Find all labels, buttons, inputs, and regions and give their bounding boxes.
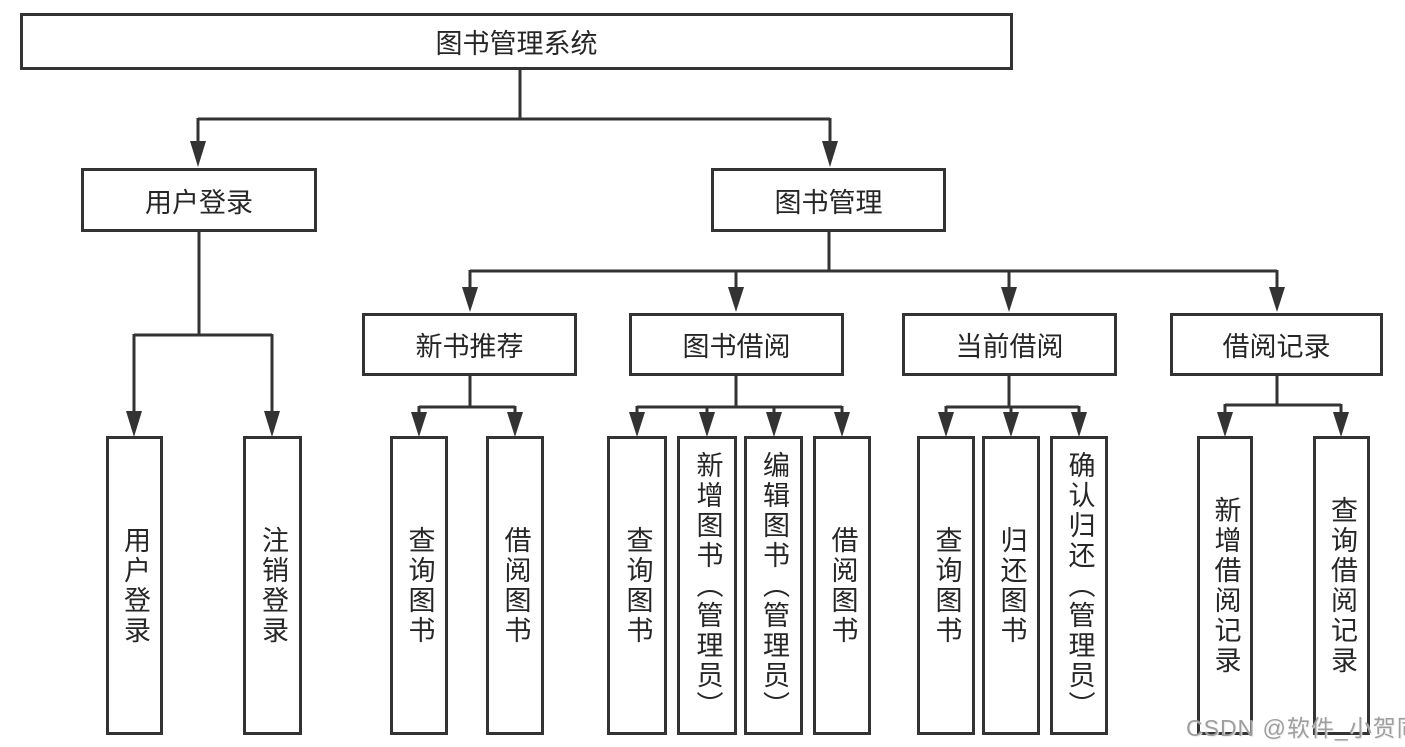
leaf-bb-edit-books-admin: 编辑图书（管理员）	[744, 436, 803, 735]
node-current-borrow: 当前借阅	[902, 313, 1117, 376]
leaf-logout: 注销登录	[243, 436, 302, 735]
node-label: 用户登录	[145, 187, 253, 218]
leaf-nbr-query-books: 查询图书	[390, 436, 448, 735]
leaf-label: 查询图书	[622, 525, 653, 646]
leaf-label: 确认归还（管理员）	[1064, 450, 1095, 721]
node-label: 图书管理系统	[435, 29, 598, 59]
leaf-label: 新增借阅记录	[1210, 495, 1241, 676]
leaf-cb-return-books: 归还图书	[982, 436, 1040, 735]
node-label: 借阅记录	[1222, 332, 1331, 362]
leaf-label: 查询图书	[404, 525, 435, 646]
leaf-label: 查询图书	[931, 525, 962, 646]
leaf-nbr-borrow-books: 借阅图书	[486, 436, 544, 735]
leaf-br-add-borrow-record: 新增借阅记录	[1197, 436, 1253, 735]
arrowheads	[126, 141, 1349, 437]
node-label: 图书管理	[774, 187, 883, 218]
leaf-bb-borrow-books: 借阅图书	[813, 436, 871, 735]
leaf-label: 编辑图书（管理员）	[759, 450, 790, 721]
node-borrow-record: 借阅记录	[1170, 313, 1383, 376]
leaf-label: 注销登录	[258, 525, 289, 646]
node-label: 图书借阅	[682, 332, 791, 362]
leaf-label: 查询借阅记录	[1327, 495, 1358, 676]
csdn-watermark: CSDN @软件_小贺同学	[1186, 715, 1405, 741]
node-library-management-system: 图书管理系统	[20, 13, 1013, 70]
leaf-cb-query-books: 查询图书	[917, 436, 975, 735]
leaf-br-query-borrow-record: 查询借阅记录	[1313, 436, 1370, 735]
leaf-label: 用户登录	[120, 525, 151, 646]
leaf-label: 借阅图书	[827, 525, 858, 646]
node-new-book-recommend: 新书推荐	[362, 313, 577, 376]
leaf-user-login: 用户登录	[106, 436, 163, 735]
leaf-bb-add-books-admin: 新增图书（管理员）	[677, 436, 737, 735]
leaf-label: 归还图书	[996, 525, 1027, 646]
leaf-cb-confirm-return-admin: 确认归还（管理员）	[1050, 436, 1108, 735]
node-user-login: 用户登录	[81, 168, 317, 232]
leaf-label: 新增图书（管理员）	[692, 450, 723, 721]
leaf-bb-query-books: 查询图书	[607, 436, 667, 735]
node-book-borrow: 图书借阅	[629, 313, 844, 376]
node-label: 新书推荐	[415, 332, 524, 362]
leaf-label: 借阅图书	[500, 525, 531, 646]
node-label: 当前借阅	[955, 332, 1064, 362]
node-book-management: 图书管理	[711, 168, 946, 232]
